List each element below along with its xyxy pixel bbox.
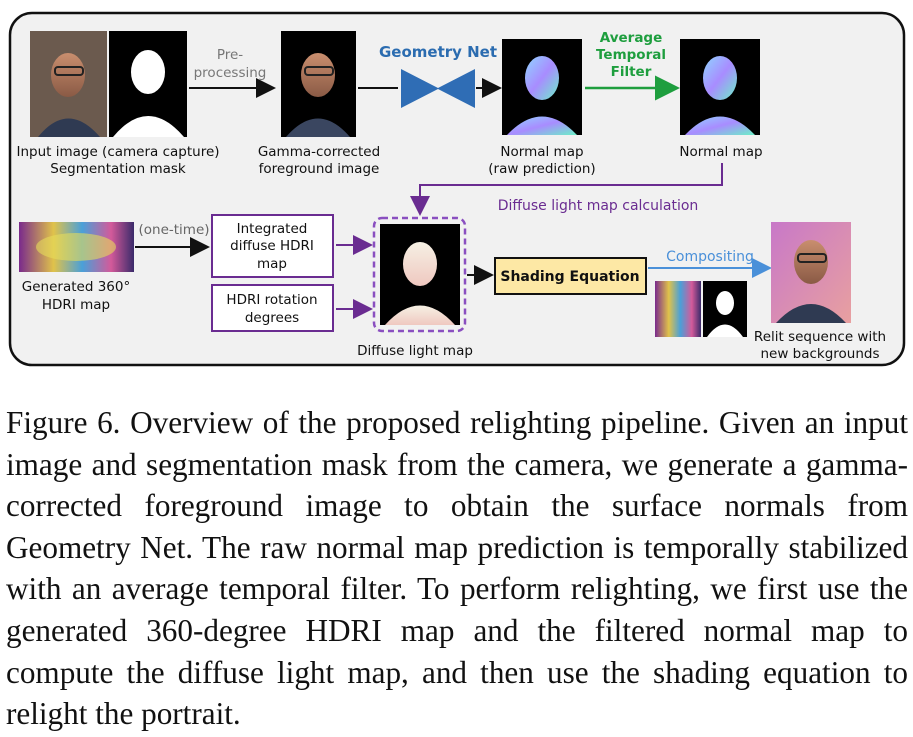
preprocessing-label-line2: processing xyxy=(194,65,267,81)
relit-caption-line1: Relit sequence with xyxy=(754,329,886,345)
diffuse-calc-label: Diffuse light map calculation xyxy=(498,198,699,214)
gamma-corrected-image xyxy=(281,31,356,137)
integrated-line1: Integrated xyxy=(237,221,308,237)
normal-raw-caption-line1: Normal map xyxy=(500,144,583,160)
input-caption-line2: Segmentation mask xyxy=(50,161,186,177)
avg-filter-label-line3: Filter xyxy=(611,64,652,80)
normal-map-caption: Normal map xyxy=(679,144,762,160)
caption-text: Figure 6. Overview of the proposed relig… xyxy=(6,402,908,735)
geometry-net-label: Geometry Net xyxy=(379,43,497,61)
pipeline-figure: Input image (camera capture) Segmentatio… xyxy=(0,0,913,380)
integrated-line3: map xyxy=(257,256,287,272)
avg-filter-label-line2: Temporal xyxy=(596,47,666,63)
normal-map-raw xyxy=(502,39,582,135)
mask-thumbnail xyxy=(703,281,747,337)
diffuse-light-map-caption: Diffuse light map xyxy=(357,343,473,359)
hdri-caption-line1: Generated 360° xyxy=(22,279,130,295)
relit-image xyxy=(771,222,851,323)
compositing-label: Compositing xyxy=(666,249,754,265)
diffuse-light-map-image xyxy=(380,224,460,325)
integrated-line2: diffuse HDRI xyxy=(230,238,314,254)
normal-map-filtered xyxy=(680,39,760,135)
relit-caption-line2: new backgrounds xyxy=(760,346,879,362)
shading-equation-label: Shading Equation xyxy=(500,269,639,285)
hdri-rotation-line1: HDRI rotation xyxy=(226,292,317,308)
preprocessing-label-line1: Pre- xyxy=(217,47,243,63)
input-caption-line1: Input image (camera capture) xyxy=(16,144,219,160)
figure-caption: Figure 6. Overview of the proposed relig… xyxy=(6,402,908,735)
background-thumbnail xyxy=(655,281,701,337)
normal-raw-caption-line2: (raw prediction) xyxy=(488,161,595,177)
avg-filter-label-line1: Average xyxy=(600,30,663,46)
gamma-caption-line2: foreground image xyxy=(259,161,380,177)
hdri-rotation-line2: degrees xyxy=(245,310,299,326)
segmentation-mask xyxy=(109,31,187,137)
input-image xyxy=(30,31,107,137)
one-time-label: (one-time) xyxy=(138,222,209,238)
hdri-map-image xyxy=(19,222,134,272)
gamma-caption-line1: Gamma-corrected xyxy=(258,144,380,160)
hdri-caption-line2: HDRI map xyxy=(42,297,110,313)
